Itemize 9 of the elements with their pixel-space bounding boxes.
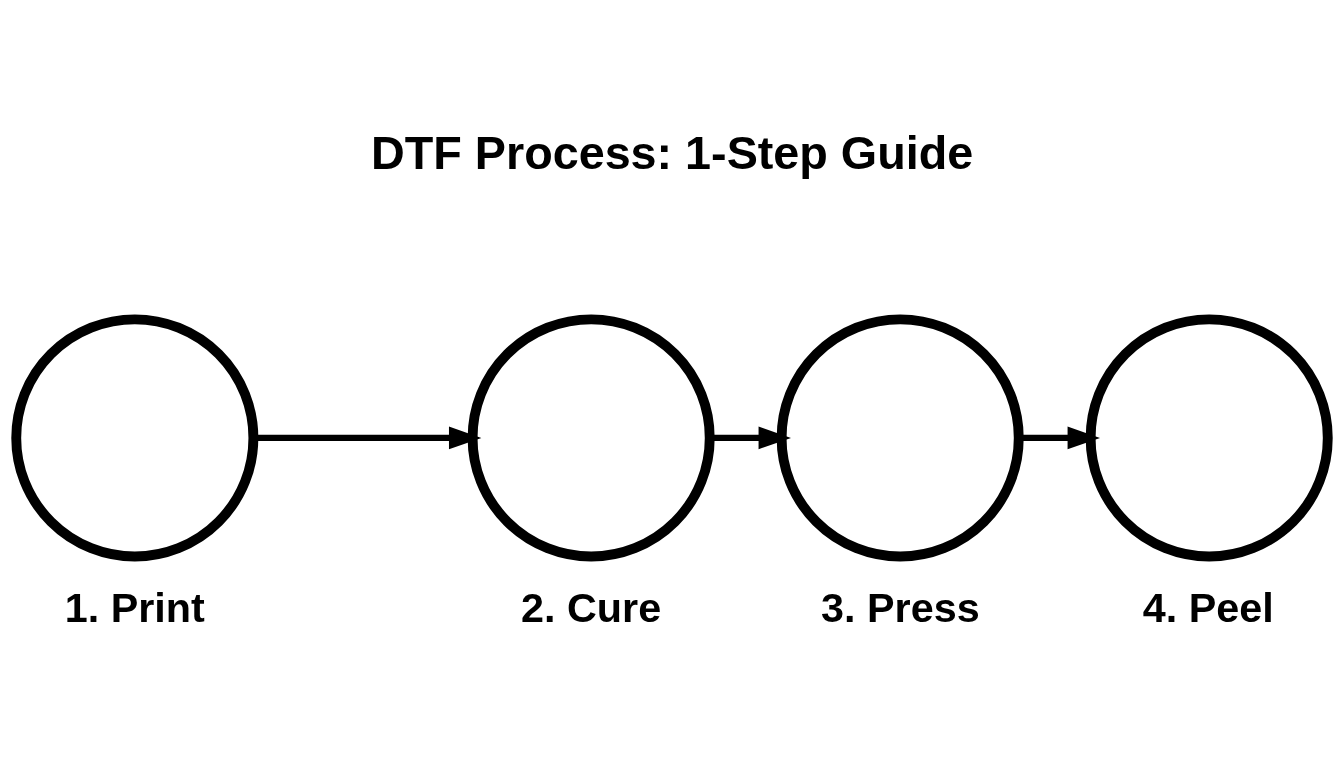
node-label: 4. Peel [1142, 584, 1274, 631]
node-circle [1085, 314, 1333, 562]
node-label: 2. Cure [521, 584, 662, 631]
node-circle [467, 314, 715, 562]
node-circle [776, 314, 1024, 562]
diagram-title: DTF Process: 1-Step Guide [371, 126, 974, 179]
node-label: 3. Press [821, 584, 980, 631]
node-circle [11, 314, 259, 562]
node-label: 1. Print [64, 584, 205, 631]
